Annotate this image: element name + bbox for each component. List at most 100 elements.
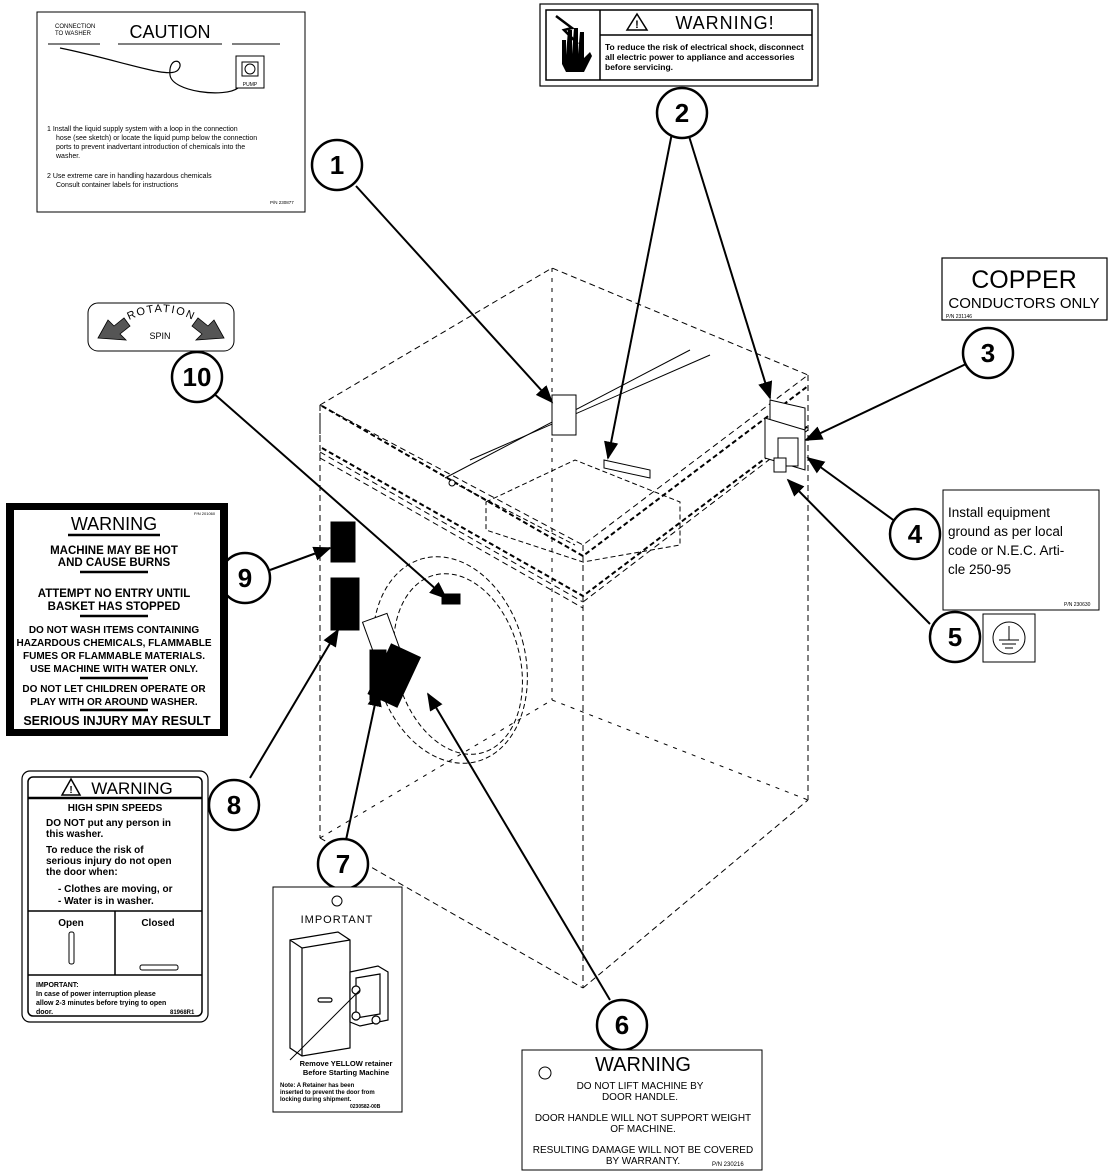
- warning-lift-line6: BY WARRANTY.: [606, 1156, 680, 1167]
- door-open-icon: [68, 931, 75, 965]
- warning-spin-sub: HIGH SPIN SPEEDS: [68, 803, 163, 814]
- warning-lift-line5: RESULTING DAMAGE WILL NOT BE COVERED: [533, 1145, 753, 1156]
- warning-hot-line7: FUMES OR FLAMMABLE MATERIALS.: [23, 651, 205, 662]
- rotation-label: ROTATION SPIN: [87, 302, 235, 352]
- leader-lines: [211, 132, 967, 1001]
- warning-spin-title: WARNING: [91, 779, 173, 798]
- callout-6: 6: [615, 1010, 629, 1040]
- warning-hot-pn: P/N 201060: [194, 511, 216, 516]
- warning-triangle-icon: !: [625, 12, 649, 31]
- important-note1: Note: A Retainer has been: [280, 1083, 355, 1089]
- shock-hand-icon: [555, 15, 592, 72]
- caution-pump: PUMP: [243, 82, 258, 88]
- important-line1: Remove YELLOW retainer: [300, 1059, 393, 1068]
- warning-spin-imp-line2: allow 2-3 minutes before trying to open: [36, 1000, 166, 1007]
- warning-lift-line1: DO NOT LIFT MACHINE BY: [577, 1081, 704, 1092]
- warning-hot-line10: PLAY WITH OR AROUND WASHER.: [30, 697, 198, 708]
- lift-hang-hole-icon: [538, 1066, 552, 1080]
- ground-line2: ground as per local: [948, 524, 1063, 539]
- rotation-spin: SPIN: [149, 331, 170, 341]
- caution-conn-line2: TO WASHER: [55, 31, 92, 37]
- ground-label: Install equipment ground as per local co…: [942, 489, 1100, 611]
- warning-spin-line4: serious injury do not open: [46, 856, 172, 867]
- copper-label: COPPER CONDUCTORS ONLY P/N 231146: [941, 257, 1108, 321]
- warning-spin-line7: - Water is in washer.: [58, 896, 154, 907]
- warning-spin-line5: the door when:: [46, 867, 118, 878]
- caution-item1-line1: 1 Install the liquid supply system with …: [47, 126, 238, 133]
- warning-lift-pn: P/N 230216: [712, 1162, 744, 1168]
- ground-symbol-label: [982, 613, 1036, 663]
- top-label-markers: [448, 394, 651, 487]
- important-title: IMPORTANT: [301, 914, 374, 926]
- warning-spin-line6: - Clothes are moving, or: [58, 884, 173, 895]
- warning-hot-title: WARNING: [71, 514, 157, 534]
- callout-10: 10: [183, 362, 212, 392]
- copper-line1: COPPER: [971, 266, 1077, 294]
- warning-spin-triangle-icon: !: [60, 777, 82, 796]
- caution-item1-line4: washer.: [55, 153, 80, 160]
- callout-7: 7: [336, 849, 350, 879]
- warning-hot-line9: DO NOT LET CHILDREN OPERATE OR: [22, 684, 206, 695]
- warning-spin-imp-line1: In case of power interruption please: [36, 991, 156, 998]
- warning-spin-line3: To reduce the risk of: [46, 845, 144, 856]
- copper-line2: CONDUCTORS ONLY: [948, 295, 1099, 312]
- caution-conn-line1: CONNECTION: [55, 24, 95, 30]
- important-line2: Before Starting Machine: [303, 1068, 389, 1077]
- warning-shock-line2: all electric power to appliance and acce…: [605, 52, 795, 62]
- warning-hot-label: P/N 201060 WARNING MACHINE MAY BE HOT AN…: [6, 503, 228, 736]
- caution-pn: P/N 230877: [270, 200, 294, 205]
- callout-5: 5: [948, 622, 962, 652]
- warning-spin-line2: this washer.: [46, 829, 103, 840]
- warning-hot-line2: AND CAUSE BURNS: [58, 557, 171, 569]
- warning-lift-line3: DOOR HANDLE WILL NOT SUPPORT WEIGHT: [535, 1113, 751, 1124]
- warning-lift-line2: DOOR HANDLE.: [602, 1092, 678, 1103]
- important-pn: 0230582-00B: [350, 1104, 381, 1110]
- warning-spin-closed: Closed: [141, 918, 174, 929]
- callout-circles: [170, 86, 1015, 1052]
- warning-lift-title: WARNING: [595, 1054, 691, 1076]
- important-note3: locking during shipment.: [280, 1097, 352, 1103]
- washer-cabinet: [318, 267, 809, 989]
- door-lock-illustration: [289, 931, 389, 1061]
- warning-spin-line1: DO NOT put any person in: [46, 818, 171, 829]
- ground-icon: [992, 621, 1026, 655]
- warning-lift-line4: OF MACHINE.: [610, 1124, 676, 1135]
- warning-hot-line6: HAZARDOUS CHEMICALS, FLAMMABLE: [17, 638, 212, 649]
- callout-2: 2: [675, 98, 689, 128]
- door-closed-icon: [139, 964, 179, 971]
- side-label-markers: [764, 399, 806, 473]
- warning-shock-label: ! WARNING! To reduce the risk of electri…: [539, 3, 819, 87]
- callout-9: 9: [238, 563, 252, 593]
- warning-lift-label: WARNING DO NOT LIFT MACHINE BY DOOR HAND…: [521, 1049, 763, 1171]
- warning-spin-label: ! WARNING HIGH SPIN SPEEDS DO NOT put an…: [21, 770, 209, 1023]
- warning-shock-line3: before servicing.: [605, 62, 673, 72]
- warning-spin-imp-line3: door.: [36, 1009, 53, 1016]
- warning-hot-line8: USE MACHINE WITH WATER ONLY.: [30, 664, 198, 675]
- door-front-labels: [330, 521, 461, 708]
- rotation-right-arrow-icon: [191, 317, 225, 341]
- caution-label: CONNECTION TO WASHER CAUTION PUMP 1 Inst…: [36, 11, 306, 213]
- svg-text:!: !: [635, 19, 639, 31]
- warning-hot-line1: MACHINE MAY BE HOT: [50, 545, 178, 557]
- important-label: IMPORTANT Remove YELLOW retainer Before …: [272, 886, 403, 1113]
- ground-pn: P/N 230630: [1064, 602, 1091, 608]
- warning-hot-line3: ATTEMPT NO ENTRY UNTIL: [38, 588, 190, 600]
- callout-numbers: 1 2 3 4 5 6 7 8 9 10: [183, 98, 996, 1040]
- copper-pn: P/N 231146: [946, 314, 972, 320]
- control-panel-top: [319, 349, 809, 598]
- svg-text:!: !: [69, 785, 72, 796]
- important-note2: inserted to prevent the door from: [280, 1090, 375, 1096]
- callout-3: 3: [981, 338, 995, 368]
- warning-hot-line5: DO NOT WASH ITEMS CONTAINING: [29, 625, 200, 636]
- callout-8: 8: [227, 790, 241, 820]
- caution-item1-line3: ports to prevent inadvertant introductio…: [56, 144, 245, 151]
- warning-shock-title: WARNING!: [675, 13, 774, 33]
- warning-hot-line4: BASKET HAS STOPPED: [48, 601, 181, 613]
- caution-title: CAUTION: [130, 22, 211, 42]
- warning-spin-imp-title: IMPORTANT:: [36, 982, 79, 989]
- ground-line1: Install equipment: [948, 505, 1050, 520]
- callout-1: 1: [330, 150, 344, 180]
- rotation-left-arrow-icon: [97, 317, 131, 341]
- caution-item2-line2: Consult container labels for instruction…: [56, 182, 179, 189]
